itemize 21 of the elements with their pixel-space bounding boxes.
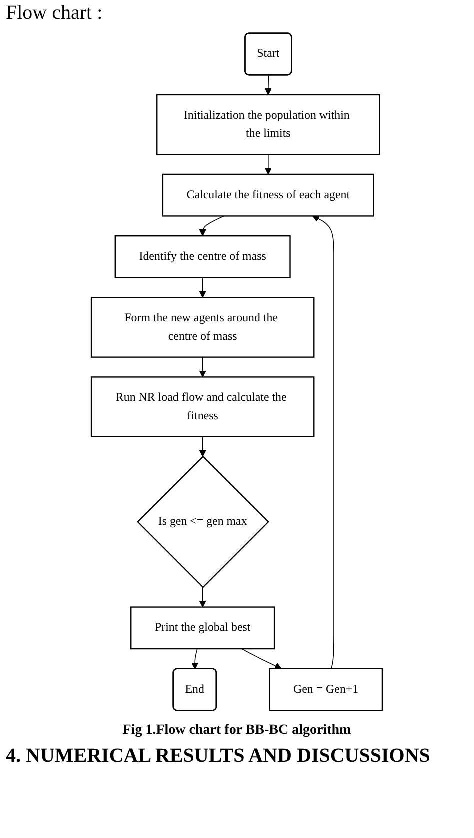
arrow xyxy=(199,436,206,458)
section-heading: 4. NUMERICAL RESULTS AND DISCUSSIONS xyxy=(6,745,432,768)
arrow xyxy=(264,75,272,96)
arrow xyxy=(199,356,206,378)
title: Flow chart : xyxy=(6,2,104,25)
arrow xyxy=(199,587,206,608)
node-box: Identify the centre of mass xyxy=(114,236,291,278)
arrow xyxy=(264,154,272,175)
caption: Fig 1.Flow chart for BB-BC algorithm xyxy=(122,723,352,739)
node-box: Form the new agents around the centre of mass xyxy=(90,297,315,358)
arrow xyxy=(199,216,224,236)
node-box: Gen = Gen+1 xyxy=(269,668,384,712)
node-diamond: Is gen <= gen max xyxy=(137,456,270,588)
arrow xyxy=(312,216,334,670)
arrow xyxy=(241,648,282,670)
node-box: Calculate the fitness of each agent xyxy=(162,174,374,217)
arrow xyxy=(199,277,206,298)
node-box: Print the global best xyxy=(130,606,276,650)
node-box: Initialization the population within the limits xyxy=(156,94,380,156)
node-box: Run NR load flow and calculate the fitness xyxy=(90,376,315,438)
arrow xyxy=(192,648,199,670)
